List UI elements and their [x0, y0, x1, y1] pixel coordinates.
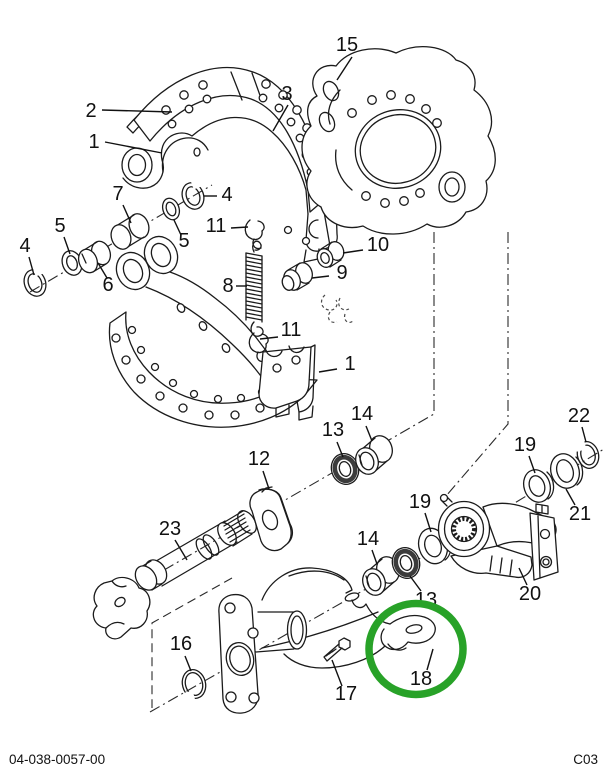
- callout-2: 2: [85, 100, 96, 122]
- callout-11b: 11: [281, 319, 302, 341]
- rivet-holes-upper: [162, 80, 323, 176]
- callout-12: 12: [248, 448, 270, 470]
- callout-9: 9: [336, 262, 347, 284]
- camshaft: [93, 507, 260, 638]
- cam-seal-13-upper: [327, 450, 362, 488]
- anchor-pin-hardware: [21, 176, 208, 300]
- callout-6: 6: [102, 274, 113, 296]
- cam-bracket-12: [250, 487, 292, 551]
- snap-ring-22: [574, 439, 601, 471]
- slack-adjuster: [439, 495, 559, 581]
- bracket-flange: [219, 595, 259, 714]
- washer-21: [546, 450, 583, 492]
- washer-19-right: [520, 466, 555, 505]
- callout-23: 23: [159, 518, 181, 540]
- camshaft-bracket: [219, 568, 435, 713]
- seal-ring-16: [179, 667, 209, 703]
- callout-22: 22: [568, 405, 590, 427]
- callout-1: 1: [88, 131, 99, 153]
- ghost-clip-outline: [322, 295, 353, 322]
- snap-ring-4-left: [21, 263, 50, 300]
- cam-roller-10: [315, 240, 347, 270]
- callout-13a: 13: [322, 419, 344, 441]
- spider-bolt-holes: [348, 91, 442, 208]
- callout-14a: 14: [351, 403, 373, 425]
- camshaft-head: [93, 577, 149, 638]
- callout-10: 10: [367, 234, 389, 256]
- callout-17: 17: [335, 683, 357, 705]
- roller-7: [108, 211, 152, 252]
- callout-16: 16: [170, 633, 192, 655]
- highlight-ellipse: [369, 604, 463, 695]
- brake-spider-plate: [302, 47, 495, 234]
- callout-20: 20: [519, 583, 541, 605]
- bushing-6: [75, 239, 113, 276]
- cam-seal-13-lower: [388, 544, 423, 582]
- callout-5a: 5: [54, 215, 65, 237]
- callout-14b: 14: [357, 528, 379, 550]
- bracket-bolt-17: [324, 638, 350, 661]
- brake-shoe-lower: [109, 231, 317, 427]
- callout-19b: 19: [514, 434, 536, 456]
- callout-7: 7: [112, 183, 123, 205]
- callout-5b: 5: [178, 230, 189, 252]
- cam-bushing-14-upper: [352, 433, 396, 478]
- return-spring: [246, 241, 263, 336]
- figure-number: 04-038-0057-00: [9, 752, 106, 767]
- callout-11a: 11: [206, 215, 227, 237]
- brake-shoe-upper: [122, 68, 337, 262]
- washer-5-right: [160, 196, 183, 222]
- callout-15: 15: [336, 34, 358, 56]
- callout-labels: 2 1 3 15 7 4 5 11 5 4 6 8 10 9 11 1 12 1…: [19, 34, 591, 705]
- callout-4a: 4: [19, 235, 30, 257]
- camshaft-spline: [214, 507, 260, 548]
- washer-5-left: [59, 248, 85, 278]
- revision-code: C03: [573, 752, 598, 767]
- callout-8: 8: [222, 275, 233, 297]
- bracket-tube: [256, 611, 307, 652]
- callout-18: 18: [410, 668, 432, 690]
- callout-leaders: [29, 57, 586, 686]
- callout-21: 21: [569, 503, 591, 525]
- snap-ring-4-right: [179, 176, 208, 213]
- callout-19a: 19: [409, 491, 431, 513]
- anchor-end-lower: [259, 345, 315, 420]
- callout-1b: 1: [344, 353, 355, 375]
- callout-3: 3: [281, 83, 292, 105]
- callout-4b: 4: [221, 184, 232, 206]
- cam-roller-9: [280, 260, 315, 292]
